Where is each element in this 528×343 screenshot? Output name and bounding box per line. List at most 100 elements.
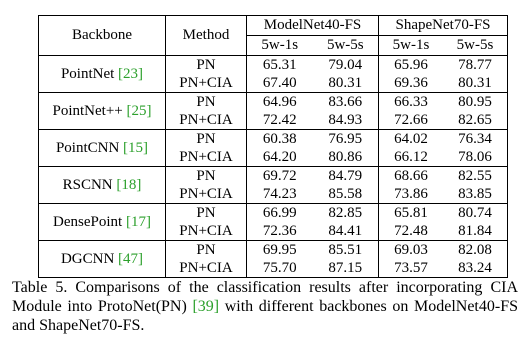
value-cell-bold: 69.36 <box>378 74 443 93</box>
value-cell-bold: 78.06 <box>443 148 508 167</box>
value-cell-bold: 72.36 <box>262 222 297 239</box>
value-cell: 60.38 <box>246 129 313 148</box>
value-cell-bold: 87.15 <box>312 259 379 278</box>
backbone-name: DensePoint <box>53 213 123 230</box>
backbone-cell: DGCNN [47] <box>38 240 166 278</box>
value-cell-bold: 83.24 <box>443 259 508 278</box>
backbone-name: PointNet <box>60 65 115 82</box>
backbone-citation: [23] <box>118 65 144 82</box>
method-cell: PN <box>165 240 247 259</box>
subheader-row: 5w-1s 5w-5s 5w-1s 5w-5s <box>39 35 508 56</box>
value-cell-bold: 85.58 <box>328 185 363 202</box>
backbone-name: PointCNN <box>55 139 120 156</box>
value-cell-bold: 82.65 <box>443 111 508 130</box>
method-cell: PN <box>165 203 247 222</box>
value-cell: 79.04 <box>312 55 379 74</box>
method-cell: PN+CIA <box>165 148 247 167</box>
method-cell: PN <box>165 55 247 74</box>
dataset-header-modelnet: ModelNet40-FS <box>246 15 379 36</box>
subheader-sn-5s: 5w-5s <box>443 35 508 56</box>
value-cell-bold: 73.57 <box>378 259 443 278</box>
value-cell: 65.81 <box>378 203 443 222</box>
value-cell-bold: 67.40 <box>262 74 297 91</box>
value-cell: 83.66 <box>312 92 379 111</box>
backbone-citation: [15] <box>123 139 149 156</box>
value-cell: 69.03 <box>378 240 443 259</box>
method-header: Method <box>165 15 247 56</box>
results-table: Backbone Method ModelNet40-FS ShapeNet70… <box>38 15 508 278</box>
backbone-cell: RSCNN [18] <box>38 166 166 204</box>
value-cell-bold: 72.42 <box>262 111 297 128</box>
backbone-name: RSCNN <box>62 176 113 193</box>
backbone-cell: PointCNN [15] <box>38 129 166 167</box>
value-cell: 78.77 <box>443 55 508 74</box>
value-cell: 80.74 <box>443 203 508 222</box>
value-cell: 76.34 <box>443 129 508 148</box>
value-cell: 69.72 <box>246 166 313 185</box>
table-caption: Table 5. Comparisons of the classificati… <box>12 278 518 335</box>
value-cell: 69.95 <box>246 240 313 259</box>
value-cell-bold: 80.86 <box>328 148 363 165</box>
value-cell-bold: 75.70 <box>246 259 313 278</box>
backbone-cell: PointNet [23] <box>38 55 166 93</box>
value-cell: 82.55 <box>443 166 508 185</box>
value-cell: 76.95 <box>312 129 379 148</box>
value-cell-bold: 81.84 <box>443 222 508 241</box>
value-cell: 66.99 <box>246 203 313 222</box>
value-cell: 85.51 <box>312 240 379 259</box>
method-cell: PN+CIA <box>165 111 247 130</box>
value-cell: 82.08 <box>443 240 508 259</box>
header-row: Backbone Method ModelNet40-FS ShapeNet70… <box>38 15 508 56</box>
caption-text-2: with different backbones on ModelNet40-F… <box>12 298 519 334</box>
subheader-sn-1s: 5w-1s <box>378 35 443 56</box>
method-cell: PN <box>165 166 247 185</box>
backbone-cell: DensePoint [17] <box>38 203 166 241</box>
value-cell: 65.31 <box>246 55 313 74</box>
value-cell-bold: 64.20 <box>262 148 297 165</box>
value-cell: 68.66 <box>378 166 443 185</box>
subheader-mn-1s: 5w-1s <box>246 35 313 56</box>
value-cell-bold: 74.23 <box>262 185 297 202</box>
value-cell-bold: 83.85 <box>443 185 508 204</box>
backbone-name: PointNet++ <box>52 102 123 119</box>
value-cell: 82.85 <box>312 203 379 222</box>
method-cell: PN <box>165 129 247 148</box>
method-cell: PN+CIA <box>165 259 247 278</box>
backbone-citation: [25] <box>126 102 152 119</box>
value-cell-bold: 72.48 <box>378 222 443 241</box>
value-cell-bold: 72.66 <box>378 111 443 130</box>
value-cell-bold: 80.31 <box>443 74 508 93</box>
value-cell: 64.96 <box>246 92 313 111</box>
method-cell: PN <box>165 92 247 111</box>
method-cell: PN+CIA <box>165 185 247 204</box>
value-cell: 80.95 <box>443 92 508 111</box>
value-cell-bold: 80.31 <box>328 74 363 91</box>
caption-text-1: Table 5. Comparisons of the classificati… <box>12 279 518 315</box>
value-cell: 84.79 <box>312 166 379 185</box>
value-cell: 66.33 <box>378 92 443 111</box>
backbone-cell: PointNet++ [25] <box>38 92 166 130</box>
subheader-mn-5s: 5w-5s <box>312 35 379 56</box>
dataset-header-shapenet: ShapeNet70-FS <box>378 15 508 36</box>
value-cell: 65.96 <box>378 55 443 74</box>
backbone-name: DGCNN <box>60 250 115 267</box>
backbone-citation: [47] <box>118 250 144 267</box>
value-cell-bold: 73.86 <box>378 185 443 204</box>
value-cell-bold: 66.12 <box>378 148 443 167</box>
caption-citation: [39] <box>192 298 220 315</box>
value-cell-bold: 84.41 <box>328 222 363 239</box>
value-cell-bold: 84.93 <box>328 111 363 128</box>
method-cell: PN+CIA <box>165 74 247 93</box>
